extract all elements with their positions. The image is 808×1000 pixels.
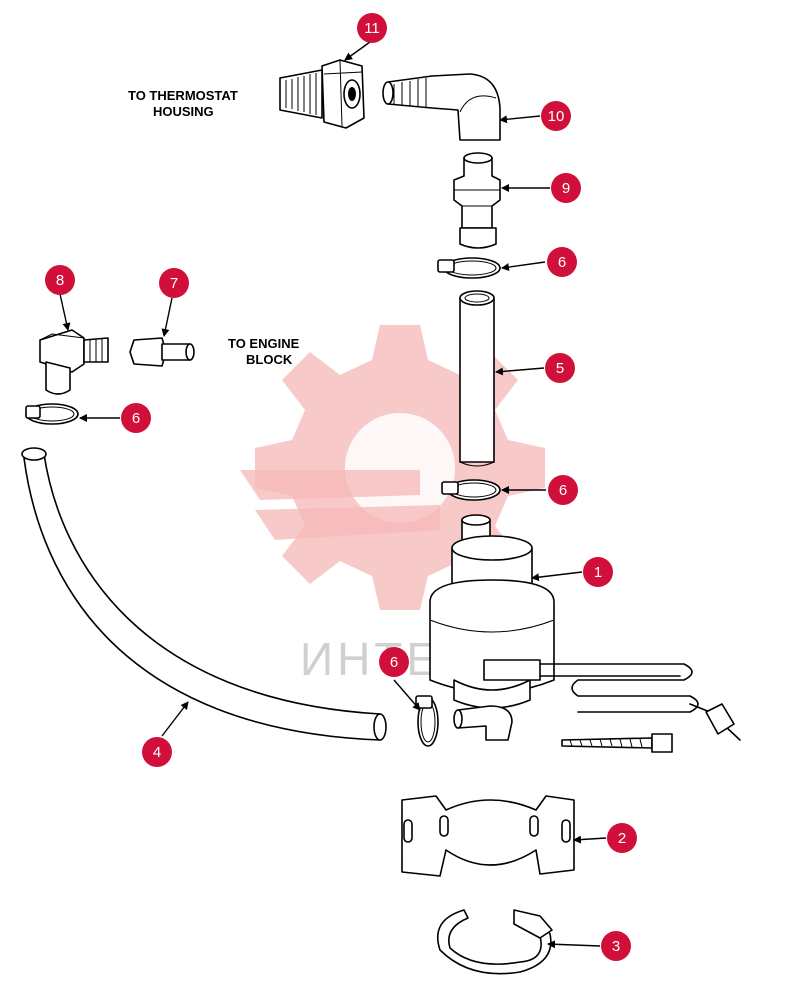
- label-thermostat-line2: HOUSING: [153, 104, 214, 119]
- label-engine-line2: BLOCK: [246, 352, 293, 367]
- callout-4: 4: [142, 737, 172, 767]
- callout-2: 2: [607, 823, 637, 853]
- callout-6a: 6: [547, 247, 577, 277]
- callout-11: 11: [357, 13, 387, 43]
- part-11-hex-adapter: [279, 59, 365, 129]
- part-4-curved-hose: [21, 447, 387, 741]
- callout-1-number: 1: [594, 564, 602, 581]
- callout-7: 7: [159, 268, 189, 298]
- callout-1: 1: [583, 557, 613, 587]
- callout-11-number: 11: [364, 20, 380, 37]
- label-engine-line1: TO ENGINE: [228, 336, 300, 351]
- callout-9-number: 9: [562, 180, 570, 197]
- part-3-clamp-ring: [436, 909, 553, 975]
- callout-8-number: 8: [56, 272, 64, 289]
- mounting-bolt: [561, 733, 673, 753]
- callout-7-number: 7: [170, 275, 178, 292]
- callout-6b-number: 6: [132, 410, 140, 427]
- outlet-elbow: [453, 705, 513, 741]
- callout-2-number: 2: [618, 830, 626, 847]
- callout-6c-number: 6: [559, 482, 567, 499]
- callout-10-number: 10: [548, 108, 565, 125]
- callout-6b: 6: [121, 403, 151, 433]
- part-9-fitting: [453, 152, 501, 249]
- part-2-bracket: [401, 795, 575, 877]
- callout-9: 9: [551, 173, 581, 203]
- part-7-adapter: [129, 337, 195, 367]
- callout-4-number: 4: [153, 744, 161, 761]
- part-6-clamp-a: [437, 257, 501, 279]
- callout-5: 5: [545, 353, 575, 383]
- callout-3-number: 3: [612, 938, 620, 955]
- callout-10: 10: [541, 101, 571, 131]
- callout-6d: 6: [379, 647, 409, 677]
- part-10-elbow: [382, 73, 501, 141]
- part-5-hose: [459, 290, 495, 467]
- callout-8: 8: [45, 265, 75, 295]
- part-6-clamp-c: [25, 403, 79, 425]
- part-8-elbow: [39, 329, 109, 395]
- part-6-clamp-d: [415, 695, 439, 747]
- callout-6d-number: 6: [390, 654, 398, 671]
- label-thermostat-line1: TO THERMOSTAT: [128, 88, 238, 103]
- part-6-clamp-b: [441, 479, 501, 501]
- callout-5-number: 5: [556, 360, 564, 377]
- callout-3: 3: [601, 931, 631, 961]
- callout-6a-number: 6: [558, 254, 566, 271]
- callout-6c: 6: [548, 475, 578, 505]
- leader-lines: [59, 41, 607, 949]
- part-1-heater-body: [429, 514, 741, 741]
